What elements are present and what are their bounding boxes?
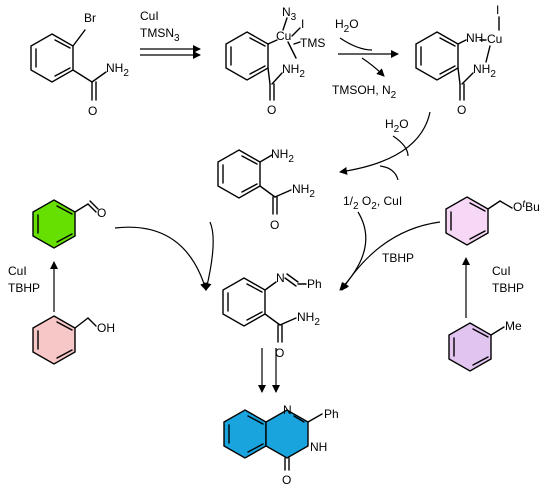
molecule-copper-amido-complex: NH Cu I NH2 O — [415, 3, 502, 117]
cyclization-arrows — [258, 348, 280, 393]
left-reagent-tbhp: TBHP — [8, 281, 40, 295]
amide-nh2-label: NH2 — [473, 62, 496, 80]
step2-byproducts: TMSOH, N2 — [332, 83, 397, 101]
carbonyl-oxygen-label: O — [267, 103, 276, 117]
ether-oxygen-tbu-label: OtBu — [513, 199, 540, 214]
molecule-imine-intermediate: N Ph NH2 O — [222, 271, 322, 360]
amide-nh2-label: NH2 — [282, 62, 305, 80]
step2-water-label: H2O — [335, 17, 359, 35]
phenyl-label: Ph — [307, 277, 322, 291]
phenyl-label: Ph — [324, 407, 339, 421]
step3-water-label: H2O — [385, 117, 409, 135]
carbonyl-oxygen-label: O — [275, 346, 284, 360]
right-condensation-arrow — [339, 211, 367, 291]
amide-nh2-label: NH2 — [297, 310, 320, 328]
molecule-benzaldehyde: O — [32, 199, 106, 249]
methyl-label: Me — [505, 319, 522, 333]
left-reagent-cui: CuI — [8, 264, 27, 278]
amide-nh2-label: NH2 — [292, 182, 315, 200]
left-oxidation-arrow: CuI TBHP — [8, 261, 58, 312]
right-reagent-cui: CuI — [492, 264, 511, 278]
benzyl-alcohol-ring-fill — [32, 315, 76, 365]
iodide-label: I — [496, 3, 499, 17]
product-benzo-ring-fill — [223, 409, 267, 459]
tms-label: TMS — [300, 36, 325, 50]
right-tbhp-label: TBHP — [382, 251, 414, 265]
copper-label: Cu — [276, 29, 291, 43]
carbonyl-oxygen-label: O — [282, 473, 291, 487]
toluene-ring-fill — [448, 322, 492, 372]
right-tbhp-arrow — [341, 221, 441, 291]
molecule-benzyl-alcohol: OH — [32, 315, 115, 365]
nh-label: NH — [466, 31, 483, 45]
molecule-2-aminobenzamide: NH2 NH2 O — [217, 147, 315, 232]
step-3-arrow: H2O 1/2 O2, CuI — [339, 111, 431, 212]
carbonyl-oxygen-label: O — [270, 218, 279, 232]
step-1-arrow: CuI TMSN3 — [140, 9, 201, 59]
step1-reagent-cui: CuI — [140, 9, 159, 23]
bromo-label: Br — [84, 11, 96, 25]
carbonyl-oxygen-label: O — [457, 103, 466, 117]
step1-reagent-tmsn3: TMSN3 — [140, 26, 180, 44]
iodide-label: I — [301, 17, 304, 31]
carbonyl-oxygen-label: O — [88, 104, 97, 118]
step3-oxidant-label: 1/2 O2, CuI — [343, 194, 402, 212]
right-reagent-tbhp: TBHP — [492, 281, 524, 295]
molecule-quinazolinone-product: N Ph NH O — [223, 403, 339, 487]
center-condensation-arrow — [203, 221, 214, 291]
molecule-benzyl-tbutyl-ether: OtBu — [445, 196, 540, 246]
hydroxyl-label: OH — [97, 321, 115, 335]
aldehyde-oxygen-label: O — [97, 206, 106, 220]
copper-label: Cu — [487, 32, 502, 46]
benzyl-ether-ring-fill — [445, 196, 489, 246]
amide-nh2-label: NH2 — [106, 61, 129, 79]
product-n1-label: N — [283, 403, 292, 417]
product-pyrimidine-ring-fill — [265, 409, 309, 459]
molecule-copper-azide-complex: Cu N3 I TMS NH2 O — [225, 5, 325, 117]
step-2-arrow: H2O TMSOH, N2 — [332, 17, 399, 101]
benzaldehyde-ring-fill — [32, 199, 76, 249]
right-oxidation-arrow: CuI TBHP — [462, 257, 524, 318]
molecule-2-bromobenzamide: Br O NH2 — [30, 11, 129, 118]
amine-nh2-label: NH2 — [271, 147, 294, 165]
imine-n-label: N — [276, 271, 285, 285]
left-condensation-arrow — [114, 226, 208, 291]
product-nh-label: NH — [310, 440, 327, 454]
azide-label: N3 — [282, 5, 297, 23]
molecule-toluene: Me — [448, 319, 522, 372]
